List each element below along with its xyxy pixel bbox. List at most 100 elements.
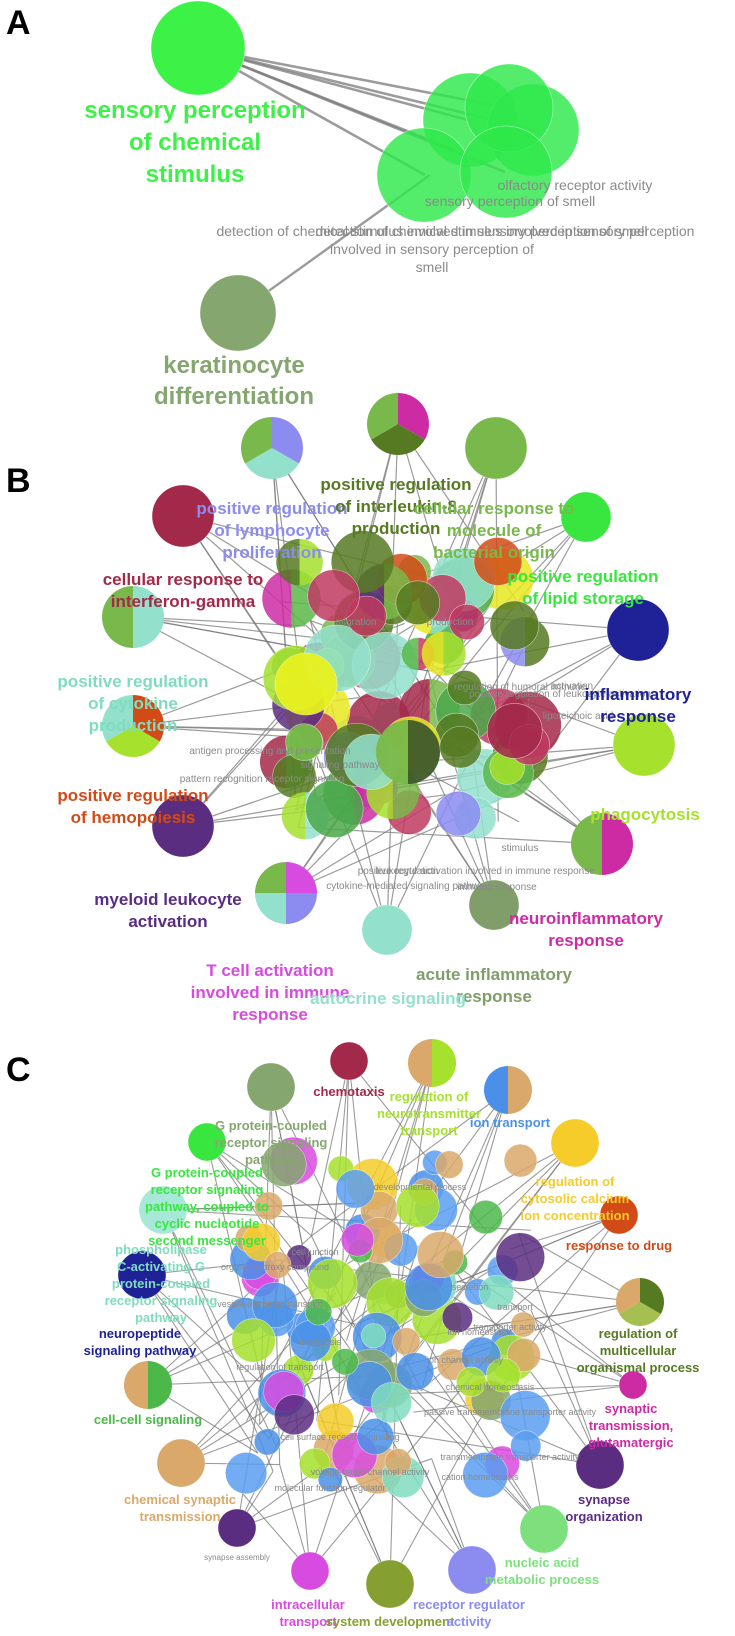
node-disc [464,416,528,480]
node-gpcr-signaling[interactable] [246,1062,296,1112]
node-synapse-organization[interactable] [575,1440,625,1490]
node-neural-cluster[interactable] [495,1232,545,1282]
node-neural-cluster[interactable] [253,1428,281,1456]
node-neural-cluster[interactable] [456,1366,487,1397]
node-neural-cluster[interactable] [340,1223,375,1257]
node-neural-cluster[interactable] [503,1143,538,1178]
node-neural-cluster[interactable] [307,1258,358,1309]
node-sensory-perception[interactable] [150,0,246,96]
node-t-cell-activation[interactable] [255,862,317,924]
node-cytokine-production[interactable] [102,586,164,648]
node-immune-cluster[interactable] [376,720,440,784]
node-interleukin-8[interactable] [367,393,429,455]
node-cytosolic-calcium[interactable] [550,1118,600,1168]
node-synapse-assembly[interactable] [217,1508,257,1548]
node-inflammatory-response[interactable] [606,598,670,662]
node-phagocytosis[interactable] [612,713,676,777]
node-immune-cluster[interactable] [486,703,543,759]
node-immune-cluster[interactable] [439,725,482,769]
node-neurotransmitter-transport[interactable] [408,1039,456,1087]
node-keratinocyte-differentiation[interactable] [199,274,277,352]
node-myeloid-activation[interactable] [151,794,215,858]
node-neural-cluster[interactable] [252,1282,298,1329]
node-chemical-synaptic[interactable] [156,1438,206,1488]
node-receptor-regulator[interactable] [447,1545,497,1595]
node-chemosensory-cluster[interactable] [459,125,553,219]
node-system-development[interactable] [365,1559,415,1609]
node-interferon-gamma[interactable] [151,484,215,548]
node-neural-cluster[interactable] [417,1231,464,1279]
node-response-to-drug[interactable] [599,1195,639,1235]
node-multicellular-process[interactable] [616,1278,664,1326]
node-pie-slice [362,530,394,593]
node-neural-cluster[interactable] [356,1417,394,1455]
node-pie-slice [299,538,323,586]
node-neural-cluster[interactable] [395,1352,435,1391]
node-neural-cluster[interactable] [263,1251,292,1279]
node-glutamatergic[interactable] [618,1370,648,1400]
node-immune-cluster[interactable] [489,600,540,650]
node-neural-cluster[interactable] [392,1327,421,1356]
node-neural-cluster[interactable] [478,1274,515,1311]
node-neural-cluster[interactable] [254,1191,284,1221]
node-disc [441,1301,473,1333]
node-immune-cluster[interactable] [448,603,485,640]
node-immune-cluster[interactable] [447,670,483,706]
node-cell-cell-signaling[interactable] [124,1361,172,1409]
node-immune-cluster[interactable] [285,723,323,761]
node-ion-transport[interactable] [484,1066,532,1114]
node-immune-cluster[interactable] [473,537,523,586]
node-neural-cluster[interactable] [510,1430,542,1462]
node-neural-cluster[interactable] [510,1311,537,1338]
node-bacterial-origin[interactable] [464,416,528,480]
node-neural-cluster[interactable] [242,1222,281,1262]
node-neural-cluster[interactable] [225,1452,268,1495]
node-neuroinflammatory[interactable] [571,813,633,875]
node-immune-cluster[interactable] [421,631,466,676]
node-neural-cluster[interactable] [462,1452,509,1498]
network-edge [389,1375,545,1530]
node-phospholipase-c[interactable] [138,1185,188,1235]
network-edge [141,1274,270,1440]
node-autocrine-signaling[interactable] [361,904,413,956]
node-intracellular-transport[interactable] [290,1551,330,1591]
node-disc [468,1199,503,1235]
node-neural-cluster[interactable] [273,1394,315,1436]
node-hemopoiesis[interactable] [102,694,164,757]
label-pos-reg-leukocyte-activation: positive regulation of leukocyte activat… [469,689,651,700]
node-neural-cluster[interactable] [468,1199,503,1235]
node-neural-cluster[interactable] [435,1150,464,1179]
node-neural-cluster[interactable] [441,1301,473,1333]
node-nucleic-acid[interactable] [519,1504,569,1554]
node-neural-cluster[interactable] [304,1298,333,1326]
node-immune-cluster[interactable] [305,779,364,838]
node-immune-cluster[interactable] [435,791,482,837]
node-immune-cluster[interactable] [274,652,338,716]
node-lipid-storage[interactable] [560,491,612,543]
term-label-line: pathway, coupled to [145,1199,269,1214]
node-neural-cluster[interactable] [331,1348,359,1376]
node-gpcr-cyclic-nucleotide[interactable] [187,1122,227,1162]
label-cation-homeostasis: cation homeostasis [441,1472,519,1482]
node-neuropeptide-signaling[interactable] [117,1250,167,1300]
node-neural-cluster[interactable] [486,1357,521,1393]
node-neural-cluster[interactable] [316,1402,355,1441]
node-neural-cluster[interactable] [317,1467,343,1493]
node-acute-inflammatory[interactable] [468,879,520,931]
node-lymphocyte-proliferation[interactable] [241,417,303,479]
label-antigen-processing: antigen processing and presentation [189,746,350,757]
node-neural-cluster[interactable] [371,1382,412,1424]
node-neural-cluster[interactable] [261,1141,307,1187]
node-immune-cluster[interactable] [307,569,360,622]
term-label-line: G protein-coupled [151,1165,263,1180]
node-neural-cluster[interactable] [231,1318,276,1363]
node-neural-cluster[interactable] [384,1448,412,1476]
label-lipoteichoic-acid: lipoteichoic acid [543,711,614,722]
node-chemotaxis[interactable] [329,1041,369,1081]
node-neural-cluster[interactable] [335,1169,375,1209]
node-neural-cluster[interactable] [395,1184,440,1228]
node-neural-cluster[interactable] [360,1323,387,1349]
node-immune-cluster[interactable] [276,538,323,586]
node-immune-cluster[interactable] [395,580,441,625]
